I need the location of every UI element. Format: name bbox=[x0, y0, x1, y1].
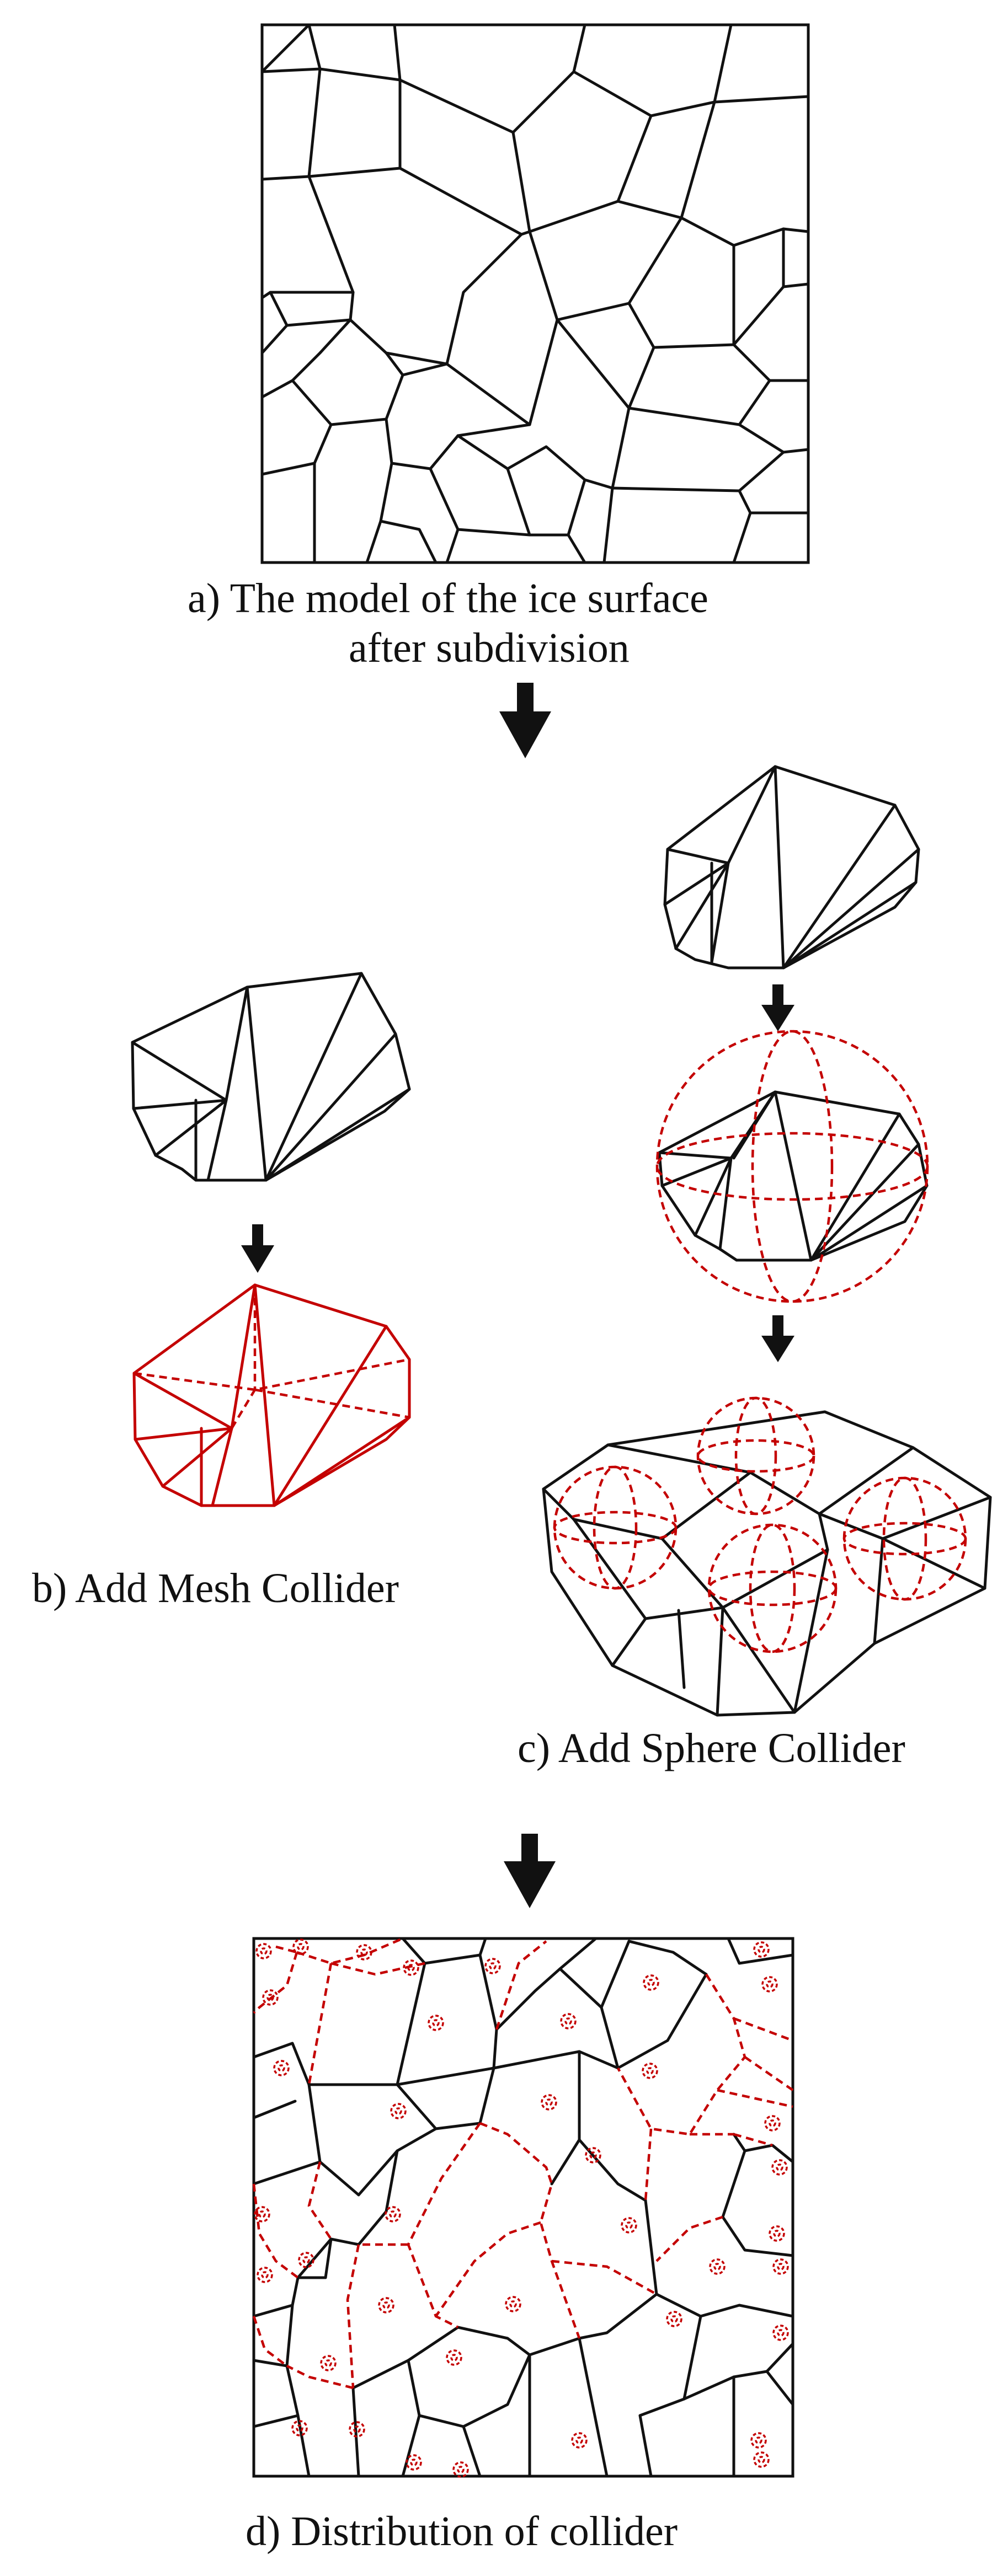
sphere-collider-icon bbox=[484, 1958, 501, 1974]
caption-d: d) Distribution of collider bbox=[246, 2508, 678, 2554]
mesh-collider-block bbox=[132, 1283, 411, 1507]
panel-d-collider-distribution bbox=[252, 1937, 794, 2478]
sphere-collider-icon bbox=[446, 2349, 462, 2366]
sphere-collider-icon bbox=[406, 2454, 422, 2471]
sphere-collider-icon bbox=[505, 2296, 521, 2312]
down-arrow-icon bbox=[761, 1315, 794, 1362]
caption-a-line2: after subdivision bbox=[349, 625, 630, 671]
panel-a-ice-surface bbox=[260, 23, 810, 564]
sphere-collider-icon bbox=[349, 2421, 365, 2438]
sphere-collider-icon bbox=[585, 2147, 601, 2163]
down-arrow-icon bbox=[499, 683, 551, 758]
sphere-collider-icon bbox=[709, 2258, 726, 2275]
caption-a: a) The model of the ice surface after su… bbox=[188, 575, 708, 671]
ice-block-mesh bbox=[131, 972, 411, 1182]
caption-b: b) Add Mesh Collider bbox=[32, 1565, 399, 1611]
sphere-collider-icon bbox=[707, 1523, 838, 1653]
sphere-collider-icon bbox=[655, 1030, 929, 1303]
sphere-collider-markers bbox=[254, 1938, 789, 2478]
sphere-collider-icon bbox=[298, 2252, 314, 2268]
sphere-collider-icon bbox=[571, 2432, 588, 2449]
ice-block-mesh bbox=[663, 765, 920, 970]
down-arrow-icon bbox=[761, 984, 794, 1031]
sphere-collider-icon bbox=[291, 2420, 308, 2436]
sphere-collider-icon bbox=[403, 1959, 419, 1976]
sphere-collider-icon bbox=[257, 2267, 273, 2283]
sphere-collider-icon bbox=[643, 1974, 659, 1991]
sphere-collider-icon bbox=[541, 2094, 557, 2111]
sphere-collider-icon bbox=[254, 2206, 270, 2222]
sphere-collider-icon bbox=[560, 2013, 577, 2029]
sphere-collider-icon bbox=[621, 2217, 637, 2234]
sphere-collider-icon bbox=[292, 1938, 309, 1955]
caption-a-line1: a) The model of the ice surface bbox=[188, 575, 708, 622]
sphere-collider-icon bbox=[385, 2206, 401, 2222]
sphere-collider-icon bbox=[320, 2355, 337, 2371]
ice-block-mesh bbox=[658, 1090, 929, 1262]
sphere-collider-icon bbox=[772, 2325, 789, 2341]
caption-c: c) Add Sphere Collider bbox=[518, 1725, 905, 1771]
sphere-collider-icon bbox=[696, 1396, 815, 1515]
sphere-collider-icon bbox=[255, 1943, 272, 1959]
sphere-collider-icon bbox=[262, 1989, 279, 2006]
panel-b-mesh-collider bbox=[131, 972, 411, 1507]
sphere-collider-icon bbox=[769, 2225, 785, 2242]
sphere-collider-icon bbox=[642, 2063, 658, 2079]
sphere-collider-icon bbox=[273, 2060, 290, 2076]
sphere-collider-icon bbox=[452, 2461, 469, 2478]
sphere-collider-icon bbox=[553, 1465, 678, 1590]
sphere-collider-icon bbox=[772, 2258, 789, 2275]
sphere-collider-icon bbox=[750, 2432, 767, 2449]
sphere-collider-icon bbox=[428, 2015, 444, 2031]
sphere-collider-icon bbox=[378, 2297, 394, 2313]
sphere-collider-icon bbox=[771, 2159, 788, 2176]
down-arrow-icon bbox=[504, 1834, 556, 1908]
sphere-collider-icon bbox=[666, 2311, 682, 2327]
sphere-collider-icon bbox=[764, 2115, 781, 2132]
sphere-collider-icon bbox=[753, 2451, 770, 2468]
down-arrow-icon bbox=[241, 1224, 274, 1273]
sphere-collider-icon bbox=[753, 1941, 770, 1958]
ice-block-mesh bbox=[542, 1410, 992, 1717]
sphere-collider-icon bbox=[761, 1976, 778, 1993]
sphere-collider-icon bbox=[356, 1944, 372, 1961]
sphere-collider-icon bbox=[390, 2103, 407, 2119]
panel-c-sphere-collider bbox=[542, 765, 992, 1717]
sphere-collider-icon bbox=[842, 1476, 967, 1601]
